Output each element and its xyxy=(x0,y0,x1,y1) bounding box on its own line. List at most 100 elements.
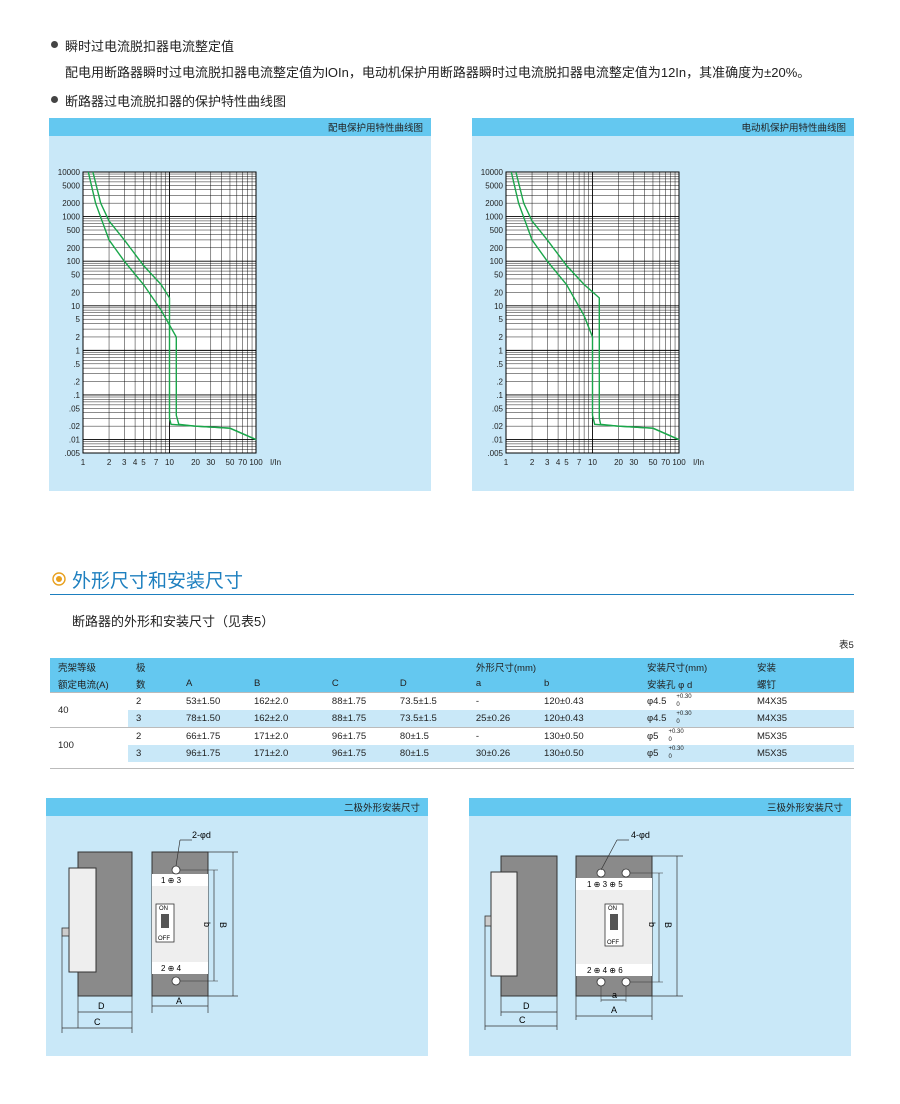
y-tick-label: 50 xyxy=(494,271,503,280)
x-tick-label: 3 xyxy=(545,458,550,467)
tol-upper: +0.30 xyxy=(668,729,684,735)
on-label: ON xyxy=(608,906,617,912)
th-hole: 安装孔 φ d xyxy=(639,675,749,693)
y-tick-label: 5 xyxy=(76,315,81,324)
y-tick-label: 2 xyxy=(76,333,81,342)
cell-b: 130±0.50 xyxy=(536,727,640,745)
x-unit-label: I/In xyxy=(270,458,281,467)
x-tick-label: 7 xyxy=(577,458,582,467)
th-dims: 外形尺寸(mm) xyxy=(467,658,537,675)
hole-diameter: φ4.5 xyxy=(647,713,667,725)
x-tick-label: 1 xyxy=(81,458,86,467)
trip-curve-line xyxy=(510,171,680,441)
x-tick-label: 4 xyxy=(133,458,138,467)
y-tick-label: .01 xyxy=(69,436,81,445)
y-tick-label: 1 xyxy=(499,346,504,355)
tol-lower: 0 xyxy=(668,737,672,743)
dim-B: B xyxy=(218,922,228,928)
cell-B: 162±2.0 xyxy=(245,692,324,710)
y-tick-label: .1 xyxy=(73,391,80,400)
y-tick-label: 10000 xyxy=(58,168,81,177)
th-D: D xyxy=(391,675,468,693)
cell-a: 30±0.26 xyxy=(467,745,537,762)
x-tick-label: 2 xyxy=(107,458,112,467)
trip-curve-chart: 10000500020001000500200100502010521.5.2.… xyxy=(481,168,704,467)
dim-A: A xyxy=(611,1005,617,1015)
cell-hole: φ5 +0.30 0 xyxy=(639,727,749,745)
cell-C: 88±1.75 xyxy=(323,692,392,710)
drawing-title: 二极外形安装尺寸 xyxy=(343,803,420,814)
y-tick-label: 1 xyxy=(76,346,81,355)
y-tick-label: 5000 xyxy=(62,181,80,190)
table-row: 3 78±1.50 162±2.0 88±1.75 73.5±1.5 25±0.… xyxy=(50,710,854,728)
cell-a: - xyxy=(467,692,537,710)
dim-A: A xyxy=(176,996,182,1006)
y-tick-label: 100 xyxy=(67,257,81,266)
cell-D: 73.5±1.5 xyxy=(391,692,468,710)
cell-D: 73.5±1.5 xyxy=(391,710,468,728)
bottom-terminal-labels: 2 ⊕ 4 ⊕ 6 xyxy=(587,966,623,975)
x-tick-label: 30 xyxy=(629,458,638,467)
x-tick-label: 5 xyxy=(141,458,146,467)
x-tick-label: 10 xyxy=(165,458,174,467)
y-tick-label: 10 xyxy=(71,302,80,311)
cell-D: 80±1.5 xyxy=(391,745,468,762)
cell-screw: M4X35 xyxy=(748,710,854,728)
y-tick-label: 20 xyxy=(71,288,80,297)
cell-A: 53±1.50 xyxy=(177,692,246,710)
chart-panel-header: 配电保护用特性曲线图 xyxy=(49,118,431,136)
tol-upper: +0.30 xyxy=(676,711,692,717)
intro-heading-2: 断路器过电流脱扣器的保护特性曲线图 xyxy=(65,94,287,109)
cell-screw: M5X35 xyxy=(748,745,854,762)
hole-callout: 4-φd xyxy=(631,830,650,840)
x-tick-label: 50 xyxy=(226,458,235,467)
table-bottom-rule xyxy=(50,768,854,769)
cell-C: 96±1.75 xyxy=(323,745,392,762)
y-tick-label: .2 xyxy=(73,378,80,387)
y-tick-label: .5 xyxy=(73,360,80,369)
y-tick-label: .05 xyxy=(492,404,504,413)
y-tick-label: .5 xyxy=(496,360,503,369)
bullet-dot xyxy=(51,41,58,48)
x-tick-label: 50 xyxy=(649,458,658,467)
y-tick-label: 200 xyxy=(67,244,81,253)
x-tick-label: 3 xyxy=(122,458,127,467)
hole-diameter: φ5 xyxy=(647,731,659,743)
y-tick-label: 1000 xyxy=(62,213,80,222)
cell-C: 88±1.75 xyxy=(323,710,392,728)
cell-current: 100 xyxy=(50,727,128,762)
dim-a: a xyxy=(612,990,617,1000)
cell-C: 96±1.75 xyxy=(323,727,392,745)
cell-A: 78±1.50 xyxy=(177,710,246,728)
x-unit-label: I/In xyxy=(693,458,704,467)
section-title: 外形尺寸和安装尺寸 xyxy=(72,571,244,592)
intro-paragraph: 配电用断路器瞬时过电流脱扣器电流整定值为lOIn，电动机保护用断路器瞬时过电流脱… xyxy=(65,65,811,80)
tol-lower: 0 xyxy=(676,719,680,725)
y-tick-label: 10 xyxy=(494,302,503,311)
th-screw: 安装 xyxy=(748,658,854,675)
off-label: OFF xyxy=(607,940,619,946)
y-tick-label: 50 xyxy=(71,271,80,280)
section-target-icon xyxy=(52,572,66,586)
y-tick-label: 2 xyxy=(499,333,504,342)
y-tick-label: 1000 xyxy=(485,213,503,222)
section-divider xyxy=(50,594,854,595)
table-header-row: 额定电流(A) 数 A B C D a b 安装孔 φ d 螺钉 xyxy=(50,675,854,693)
chart-title: 电动机保护用特性曲线图 xyxy=(741,123,846,134)
y-tick-label: 5 xyxy=(499,315,504,324)
on-label: ON xyxy=(159,906,168,912)
intro-heading-1: 瞬时过电流脱扣器电流整定值 xyxy=(65,39,235,54)
drawing-title: 三极外形安装尺寸 xyxy=(766,803,843,814)
th-A: A xyxy=(177,675,246,693)
th-screw-2: 螺钉 xyxy=(748,675,854,693)
th-C: C xyxy=(323,675,392,693)
th-frame: 壳架等级 xyxy=(50,658,128,675)
y-tick-label: .02 xyxy=(492,422,504,431)
hole-diameter: φ5 xyxy=(647,748,659,760)
cell-D: 80±1.5 xyxy=(391,727,468,745)
drawing-panel-2pole: 二极外形安装尺寸 D C 1 ⊕ 3 2 ⊕ 4 ON OFF 2-φd A xyxy=(46,798,428,1056)
cell-b: 120±0.43 xyxy=(536,692,640,710)
dim-B: B xyxy=(663,922,673,928)
